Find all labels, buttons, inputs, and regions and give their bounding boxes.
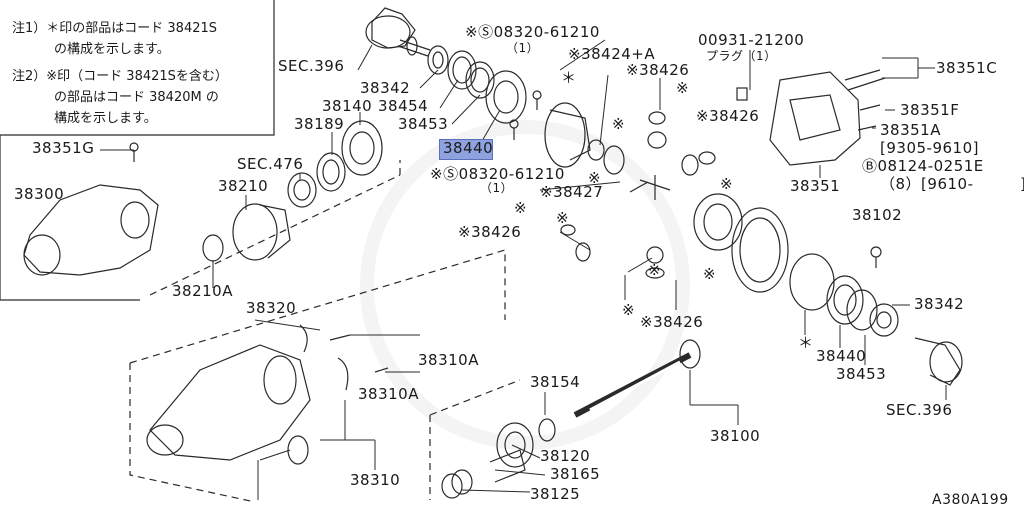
label-38440-right[interactable]: 38440 (816, 347, 867, 365)
mark-i: ※ (556, 209, 570, 227)
mark-g: ※ (648, 261, 662, 279)
label-bolt-top[interactable]: ※Ⓢ08320-61210 (465, 23, 600, 41)
leader-lines (100, 39, 947, 500)
label-38125[interactable]: 38125 (530, 485, 581, 503)
note-1-line-2: の構成を示します。 (54, 42, 170, 57)
note-2-line-1: 注2）※印（コード 38421Sを含む） (12, 69, 228, 84)
carrier-frame (0, 135, 140, 301)
label-plug-part[interactable]: 00931-21200 (698, 31, 805, 49)
label-38189[interactable]: 38189 (294, 115, 345, 133)
label-38424a[interactable]: ※38424+A (568, 45, 656, 63)
label-sec396-top[interactable]: SEC.396 (278, 57, 345, 75)
note-2-line-2: の部品はコード 38420M の (54, 90, 219, 105)
front-bearings (287, 45, 527, 208)
label-38102[interactable]: 38102 (852, 206, 903, 224)
label-38100[interactable]: 38100 (710, 427, 761, 445)
label-38426-a[interactable]: ※38426 (626, 61, 690, 79)
label-38154[interactable]: 38154 (530, 373, 581, 391)
label-38210[interactable]: 38210 (218, 177, 269, 195)
label-38342-top[interactable]: 38342 (360, 79, 411, 97)
highlight-38440[interactable] (439, 139, 493, 160)
label-38320[interactable]: 38320 (246, 299, 297, 317)
label-38342-right[interactable]: 38342 (914, 295, 965, 313)
label-38120[interactable]: 38120 (540, 447, 591, 465)
companion-flange-right (870, 246, 963, 386)
diagram-code: A380A199 (932, 492, 1009, 508)
ring-gear (693, 193, 899, 337)
label-star-mark: ＊ (561, 69, 577, 87)
label-38351c[interactable]: 38351C (936, 59, 998, 77)
note-1-line-1: 注1）＊印の部品はコード 38421S (12, 21, 218, 36)
label-star-right: ＊ (798, 334, 814, 352)
label-sec476[interactable]: SEC.476 (237, 155, 304, 173)
label-38351g[interactable]: 38351G (32, 139, 95, 157)
mark-b: ※ (612, 115, 626, 133)
label-38310a-a[interactable]: 38310A (418, 351, 479, 369)
label-38351[interactable]: 38351 (790, 177, 841, 195)
label-bolt-mid-qty: （1） (480, 181, 514, 195)
label-38453-right[interactable]: 38453 (836, 365, 887, 383)
mark-d: ※ (720, 175, 734, 193)
label-38454[interactable]: 38454 (378, 97, 429, 115)
label-38165[interactable]: 38165 (550, 465, 601, 483)
label-38426-d[interactable]: ※38426 (640, 313, 704, 331)
label-38310a-b[interactable]: 38310A (358, 385, 419, 403)
label-bolt-mid[interactable]: ※Ⓢ08320-61210 (430, 165, 565, 183)
label-38453-top[interactable]: 38453 (398, 115, 449, 133)
notes-frame (0, 0, 275, 136)
label-38351f[interactable]: 38351F (900, 101, 960, 119)
companion-flange-top (365, 7, 431, 57)
label-38310[interactable]: 38310 (350, 471, 401, 489)
mark-a: ※ (676, 79, 690, 97)
gear-carrier-housing (146, 324, 389, 465)
side-flange (202, 203, 291, 262)
mark-f: ※ (703, 265, 717, 283)
mark-c: ※ (588, 169, 602, 187)
label-38351a[interactable]: 38351A (880, 121, 941, 139)
mark-h: ※ (622, 301, 636, 319)
label-38426-b[interactable]: ※38426 (696, 107, 760, 125)
label-plug-name: プラグ（1） (706, 49, 777, 63)
label-38426-c[interactable]: ※38426 (458, 223, 522, 241)
mark-e: ※ (514, 199, 528, 217)
label-38351a-range: [9305-9610] (880, 139, 979, 157)
label-bolt-b-qty: （8）[9610- ] (880, 175, 1024, 193)
differential-case (509, 90, 716, 279)
label-bolt-b[interactable]: Ⓑ08124-0251E (862, 157, 984, 175)
drive-pinion (441, 339, 701, 499)
label-sec396-bottom[interactable]: SEC.396 (886, 401, 953, 419)
label-bolt-top-qty: （1） (506, 41, 540, 55)
label-38140[interactable]: 38140 (322, 97, 373, 115)
rear-cover (736, 69, 886, 166)
label-38440-highlight[interactable]: 38440 (443, 139, 494, 157)
label-38210a[interactable]: 38210A (172, 282, 233, 300)
note-2-line-3: 構成を示します。 (54, 111, 157, 126)
label-38427[interactable]: ※38427 (540, 183, 604, 201)
label-38300[interactable]: 38300 (14, 185, 65, 203)
carrier-assembly (23, 142, 159, 276)
